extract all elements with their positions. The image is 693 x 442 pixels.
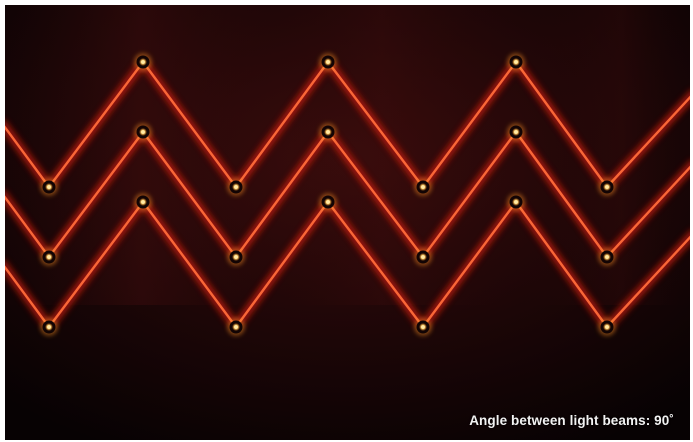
node-core bbox=[605, 255, 609, 259]
node-core bbox=[234, 185, 238, 189]
node-core bbox=[47, 185, 51, 189]
light-beam-photo: Angle between light beams: 90˚ bbox=[5, 5, 690, 440]
node-core bbox=[141, 200, 145, 204]
node-core bbox=[421, 185, 425, 189]
node-core bbox=[605, 325, 609, 329]
node-core bbox=[326, 200, 330, 204]
node-core bbox=[514, 60, 518, 64]
node-core bbox=[514, 130, 518, 134]
beam-nodes bbox=[40, 53, 616, 336]
zigzag-light-beams bbox=[5, 5, 690, 440]
angle-caption: Angle between light beams: 90˚ bbox=[469, 413, 674, 428]
node-core bbox=[421, 255, 425, 259]
node-core bbox=[234, 325, 238, 329]
node-core bbox=[326, 60, 330, 64]
node-core bbox=[326, 130, 330, 134]
node-core bbox=[47, 325, 51, 329]
node-core bbox=[514, 200, 518, 204]
node-core bbox=[605, 185, 609, 189]
node-core bbox=[421, 325, 425, 329]
node-core bbox=[141, 130, 145, 134]
node-core bbox=[47, 255, 51, 259]
node-core bbox=[141, 60, 145, 64]
node-core bbox=[234, 255, 238, 259]
